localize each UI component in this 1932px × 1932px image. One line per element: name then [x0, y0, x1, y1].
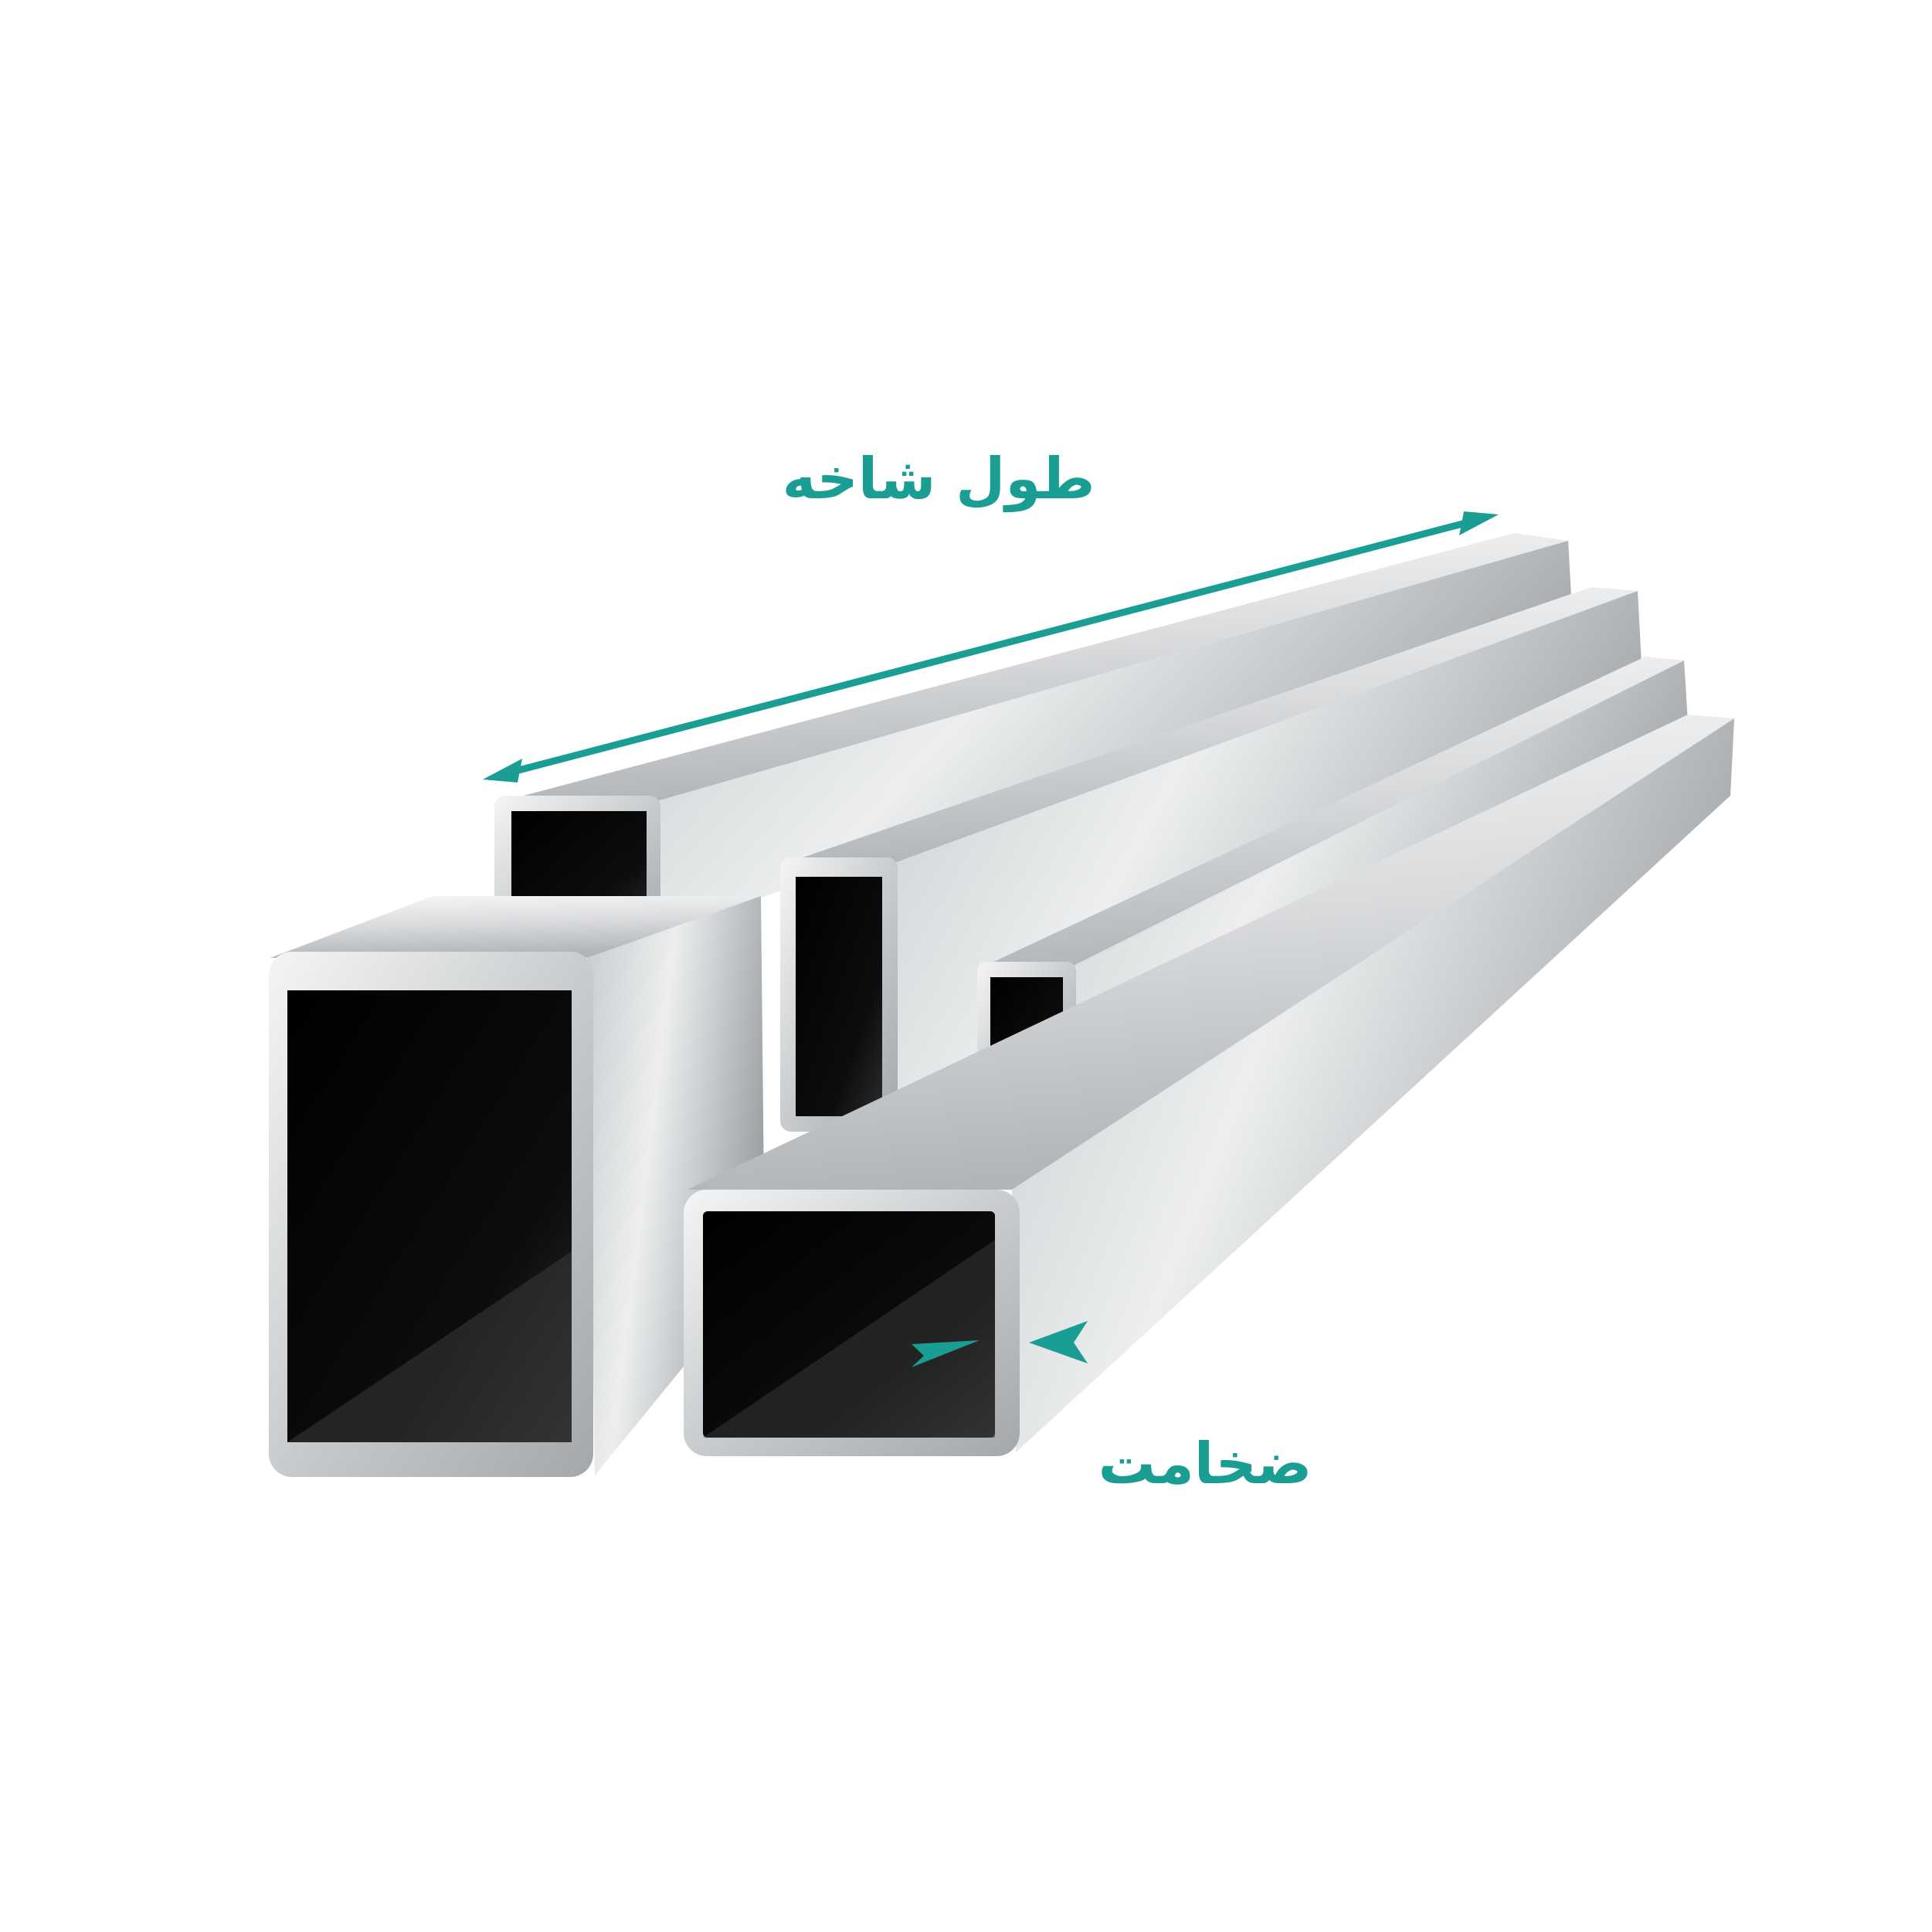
thickness-arrow-left — [912, 1340, 980, 1367]
thickness-arrow-right — [1029, 1321, 1088, 1363]
length-label: طول شاخه — [783, 446, 1095, 513]
length-arrow-shaft — [506, 518, 1475, 776]
tube-middle-tall-top-face — [780, 587, 1638, 865]
thickness-arrows-icon — [912, 1321, 1088, 1367]
tube-front-bottom — [684, 715, 1734, 1456]
tube-top-small-top-face — [494, 533, 1568, 803]
tube-front-bottom-side-face — [1012, 718, 1734, 1452]
tube-large-left — [269, 896, 765, 1477]
tube-middle-tall-hollow — [796, 877, 882, 1116]
tube-front-bottom-inner-wall — [703, 1240, 995, 1438]
tube-large-left-inner-wall — [287, 1251, 572, 1442]
tube-small-right-top-face — [977, 657, 1684, 969]
thickness-label: ضخامت — [1098, 1431, 1312, 1497]
length-arrow-head-left — [483, 759, 522, 783]
tube-large-left-side-face — [587, 896, 765, 1475]
tube-front-bottom-top-face — [688, 715, 1734, 1190]
length-arrow-icon — [483, 511, 1499, 783]
length-arrow-head-right — [1459, 511, 1499, 535]
tube-large-left-top-face — [270, 896, 761, 958]
